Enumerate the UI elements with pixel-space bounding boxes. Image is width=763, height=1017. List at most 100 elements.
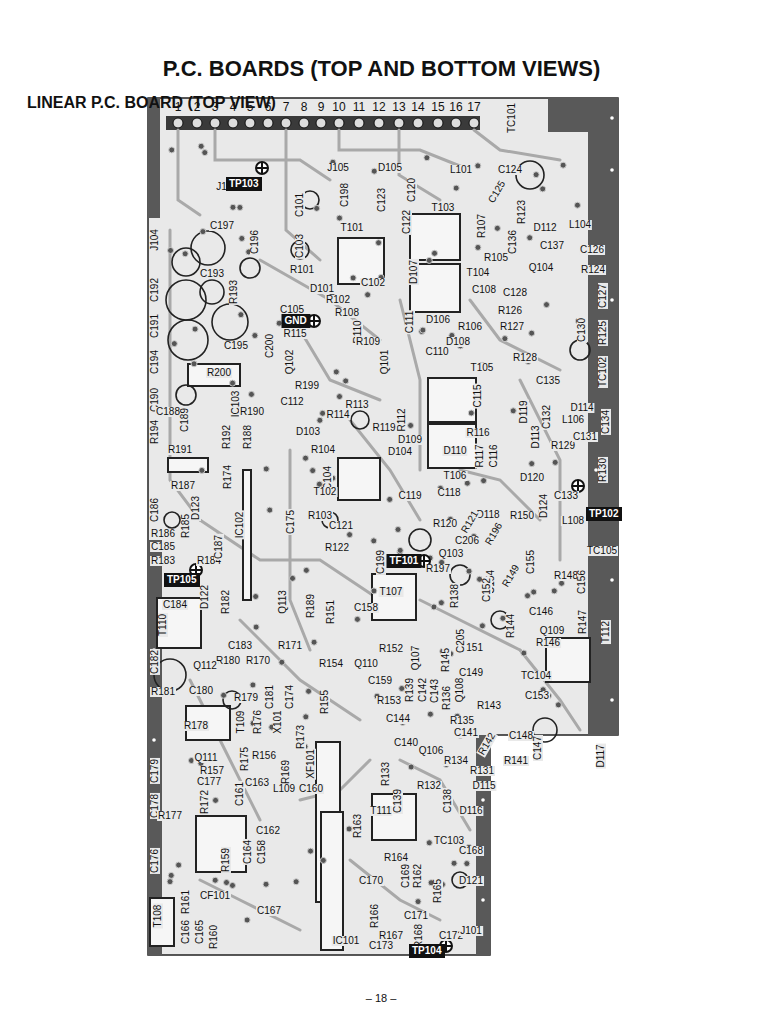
pin-number: 17 <box>466 101 481 113</box>
pin-number: 14 <box>410 101 425 113</box>
capacitor-outline <box>172 248 200 276</box>
part-label: C179 <box>150 758 160 784</box>
board-outline <box>148 98 618 955</box>
solder-pad <box>248 391 254 397</box>
solder-pad <box>191 361 197 367</box>
part-label: R187 <box>170 481 196 491</box>
part-label: C120 <box>407 177 417 203</box>
solder-pad <box>333 369 339 375</box>
part-label: C132 <box>542 404 552 430</box>
part-label: R134 <box>443 756 469 766</box>
part-label: R115 <box>282 329 307 339</box>
part-label: TC103 <box>433 836 465 846</box>
part-label: R200 <box>206 368 232 378</box>
mount-dot <box>610 578 614 582</box>
mount-dot <box>610 698 614 702</box>
part-label: R116 <box>465 428 490 438</box>
part-label: R151 <box>326 599 336 625</box>
solder-pad <box>253 624 259 630</box>
part-label: C182 <box>150 649 160 675</box>
header-pad <box>173 118 183 128</box>
pin-number: 16 <box>448 101 463 113</box>
part-label: R176 <box>253 709 263 735</box>
solder-pad <box>221 692 227 698</box>
component-outline <box>428 378 476 422</box>
part-label: T110 <box>158 613 168 637</box>
part-label: R127 <box>499 322 525 332</box>
page-title: P.C. BOARDS (TOP AND BOTTOM VIEWS) <box>0 56 763 82</box>
solder-pad <box>427 711 433 717</box>
part-label: Q106 <box>418 746 444 756</box>
part-label: T108 <box>153 904 163 929</box>
solder-pad <box>198 143 204 149</box>
part-label: D112 <box>532 223 557 233</box>
test-point-name: TP104 <box>412 945 441 956</box>
part-label: C119 <box>397 491 422 501</box>
part-label: C170 <box>358 876 384 886</box>
copper-trace <box>190 680 260 820</box>
part-label: R172 <box>200 789 210 815</box>
part-label: R138 <box>450 583 460 609</box>
pin-number: 3 <box>211 101 220 113</box>
part-label: C137 <box>539 241 565 251</box>
part-label: T103 <box>431 203 456 213</box>
component-outline <box>196 816 246 872</box>
part-label: X101 <box>273 709 283 734</box>
part-label: C136 <box>508 229 518 255</box>
part-label: R107 <box>477 213 487 239</box>
solder-pad <box>408 422 414 428</box>
solder-pad <box>223 879 229 885</box>
solder-pad <box>468 410 474 416</box>
part-label: D119 <box>519 399 529 424</box>
header-pad <box>469 118 479 128</box>
part-label: C188 <box>155 407 181 417</box>
solder-pad <box>263 466 269 472</box>
part-label: R192 <box>222 424 232 450</box>
mount-dot <box>152 738 156 742</box>
part-label: C177 <box>196 777 222 787</box>
part-label: C108 <box>471 285 497 295</box>
part-label: T102 <box>313 487 338 497</box>
test-point-tag: TP103 <box>226 177 262 191</box>
solder-pad <box>540 186 546 192</box>
part-label: Q103 <box>438 549 464 559</box>
part-label: TC102 <box>598 356 608 388</box>
part-label: D113 <box>531 424 541 449</box>
part-label: C102 <box>360 278 386 288</box>
part-label: C189 <box>180 407 190 433</box>
part-label: R129 <box>550 441 576 451</box>
part-label: R162 <box>413 863 423 889</box>
pin-number: 10 <box>331 101 346 113</box>
solder-pad <box>494 225 500 231</box>
part-label: R188 <box>243 424 253 450</box>
solder-pad <box>426 840 432 846</box>
solder-pad <box>551 588 557 594</box>
part-label: R136 <box>442 685 452 711</box>
solder-pad <box>169 147 175 153</box>
part-label: Q109 <box>539 626 565 636</box>
mount-dot <box>610 116 614 120</box>
solder-pad <box>171 341 177 347</box>
part-label: R141 <box>503 756 529 766</box>
test-point-tag: GND <box>282 314 311 328</box>
mount-dot <box>481 898 485 902</box>
part-label: R120 <box>432 519 458 529</box>
part-label: C153 <box>524 691 550 701</box>
component-outline <box>338 458 380 500</box>
part-label: R117 <box>475 443 485 468</box>
part-label: L106 <box>561 415 585 425</box>
part-label: Q107 <box>411 645 421 671</box>
part-label: TC105 <box>586 546 618 556</box>
part-label: Q108 <box>455 677 465 703</box>
part-label: R113 <box>344 400 369 410</box>
part-label: C163 <box>244 778 270 788</box>
part-label: R166 <box>370 903 380 929</box>
part-label: C118 <box>436 488 461 498</box>
part-label: C161 <box>235 781 245 807</box>
solder-pad <box>238 312 244 318</box>
part-label: R199 <box>294 381 320 391</box>
part-label: R135 <box>449 716 475 726</box>
capacitor-outline <box>166 280 206 320</box>
part-label: C159 <box>367 676 393 686</box>
part-label: L109 <box>272 784 296 794</box>
